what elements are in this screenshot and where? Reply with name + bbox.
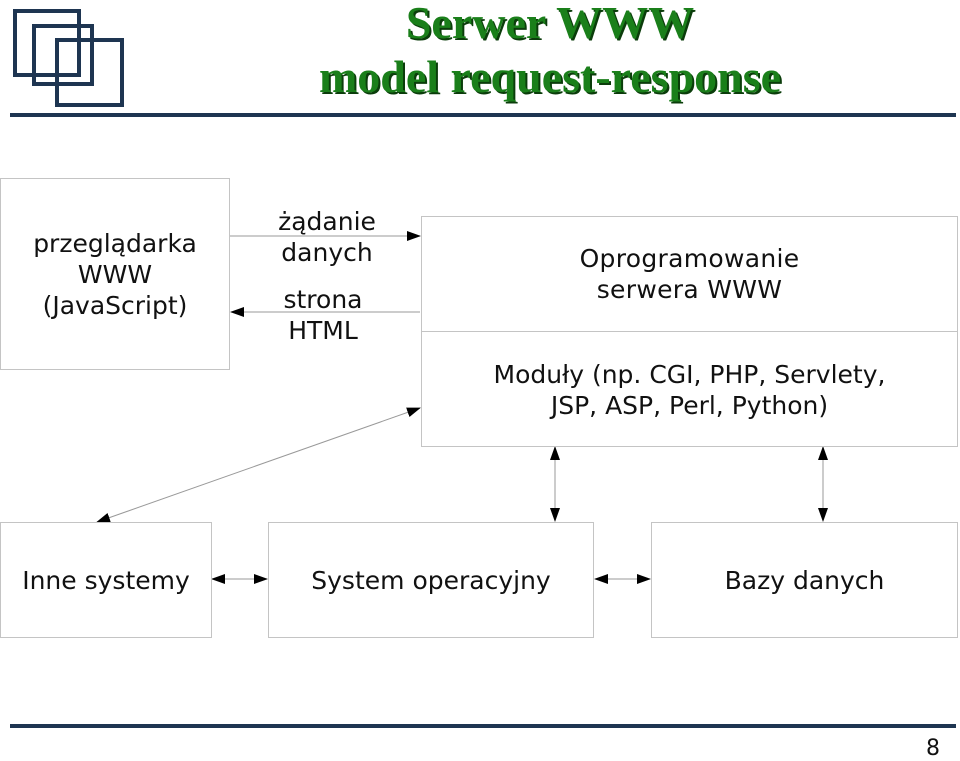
page-number: 8 <box>926 736 940 761</box>
page-subtitle: model request-response <box>318 51 782 102</box>
modules-box: Moduły (np. CGI, PHP, Servlety, JSP, ASP… <box>421 331 958 447</box>
server-software-line2: serwera WWW <box>596 275 783 304</box>
browser-box: przeglądarka WWW (JavaScript) <box>0 178 230 370</box>
request-label-line2: danych <box>281 238 373 267</box>
other-systems-box: Inne systemy <box>0 522 212 638</box>
request-label-line1: żądanie <box>278 207 376 236</box>
server-software-box: Oprogramowanie serwera WWW <box>421 216 958 332</box>
modules-line1: Moduły (np. CGI, PHP, Servlety, <box>493 360 886 389</box>
modules-other-systems-arrow <box>96 407 421 523</box>
modules-line2: JSP, ASP, Perl, Python) <box>550 391 829 420</box>
logo-icon <box>13 9 124 107</box>
operating-system-box: System operacyjny <box>268 522 594 638</box>
databases-label: Bazy danych <box>724 565 885 595</box>
page-title: Serwer WWW <box>405 0 695 48</box>
browser-label-line3: (JavaScript) <box>42 290 188 320</box>
databases-box: Bazy danych <box>651 522 958 638</box>
operating-system-label: System operacyjny <box>311 565 551 595</box>
server-software-line1: Oprogramowanie <box>579 244 800 273</box>
bottom-divider <box>10 724 956 728</box>
top-divider <box>10 113 956 117</box>
response-label-line1: strona <box>283 285 363 314</box>
browser-label-line1: przeglądarka <box>33 228 197 258</box>
other-systems-label: Inne systemy <box>22 565 190 595</box>
response-label: strona HTML <box>258 284 388 346</box>
request-label: żądanie danych <box>262 206 392 268</box>
response-label-line2: HTML <box>288 316 358 345</box>
browser-label-line2: WWW <box>77 259 153 289</box>
